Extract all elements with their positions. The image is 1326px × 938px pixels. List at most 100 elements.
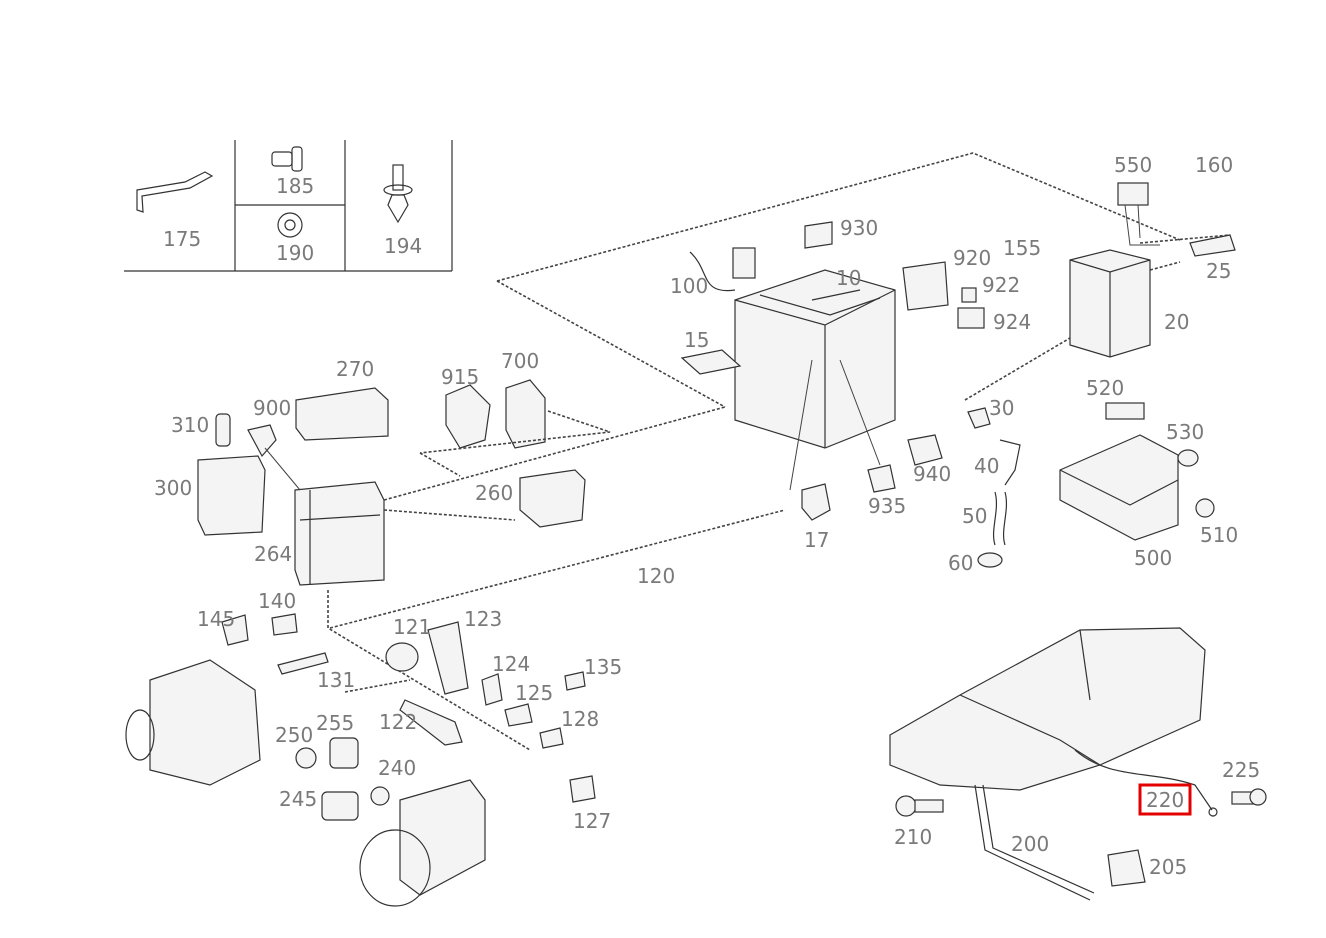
fuse-box-270-icon: [295, 387, 389, 441]
label-155[interactable]: 155: [1003, 236, 1041, 260]
label-121[interactable]: 121: [393, 615, 431, 639]
label-245[interactable]: 245: [279, 787, 317, 811]
label-194[interactable]: 194: [384, 234, 422, 258]
label-930[interactable]: 930: [840, 216, 878, 240]
bracket-205-icon: [1107, 849, 1146, 887]
label-60[interactable]: 60: [948, 551, 973, 575]
label-900[interactable]: 900: [253, 396, 291, 420]
part-124-icon: [481, 673, 503, 706]
label-700[interactable]: 700: [501, 349, 539, 373]
label-pad-15-icon: [680, 349, 742, 375]
part-935-icon: [867, 464, 896, 493]
label-250[interactable]: 250: [275, 723, 313, 747]
hose-50-icon: [992, 491, 1008, 546]
part-127-icon: [569, 775, 596, 803]
part-123-icon: [427, 621, 469, 695]
relay-550-icon: [1117, 182, 1160, 246]
label-10[interactable]: 10: [836, 266, 861, 290]
label-255[interactable]: 255: [316, 711, 354, 735]
label-140[interactable]: 140: [258, 589, 296, 613]
label-550[interactable]: 550: [1114, 153, 1152, 177]
label-125[interactable]: 125: [515, 681, 553, 705]
label-310[interactable]: 310: [171, 413, 209, 437]
label-924[interactable]: 924: [993, 310, 1031, 334]
label-200[interactable]: 200: [1011, 832, 1049, 856]
plug-530-icon: [1177, 449, 1199, 467]
label-922[interactable]: 922: [982, 273, 1020, 297]
cable-100-icon: [689, 247, 756, 292]
label-127[interactable]: 127: [573, 809, 611, 833]
label-185[interactable]: 185: [276, 174, 314, 198]
module-260-icon: [519, 469, 586, 528]
battery-20-icon: [1069, 249, 1151, 358]
label-940[interactable]: 940: [913, 462, 951, 486]
label-20[interactable]: 20: [1164, 310, 1189, 334]
label-123[interactable]: 123: [464, 607, 502, 631]
label-128[interactable]: 128: [561, 707, 599, 731]
label-100[interactable]: 100: [670, 274, 708, 298]
terminal-cap-30-icon: [967, 407, 991, 429]
small-parts-table: [124, 140, 453, 272]
label-264[interactable]: 264: [254, 542, 292, 566]
part-930-icon: [804, 221, 833, 249]
label-160[interactable]: 160: [1195, 153, 1233, 177]
label-510[interactable]: 510: [1200, 523, 1238, 547]
label-205[interactable]: 205: [1149, 855, 1187, 879]
battery-icon: [734, 269, 896, 449]
part-135-icon: [564, 671, 586, 691]
part-labels: 175 185 190 194 550 160 155 25 930 100 1…: [154, 153, 1260, 879]
label-300[interactable]: 300: [154, 476, 192, 500]
label-530[interactable]: 530: [1166, 420, 1204, 444]
label-30[interactable]: 30: [989, 396, 1014, 420]
transmission-icon: [889, 627, 1206, 791]
label-145[interactable]: 145: [197, 607, 235, 631]
label-122[interactable]: 122: [379, 710, 417, 734]
hose-40-icon: [999, 439, 1021, 486]
part-310-icon: [215, 413, 231, 447]
label-120[interactable]: 120: [637, 564, 675, 588]
bolt-210-icon: [895, 795, 944, 817]
rail-131-icon: [277, 652, 329, 675]
label-920[interactable]: 920: [953, 246, 991, 270]
label-220[interactable]: 220: [1146, 788, 1184, 812]
part-922-icon: [961, 287, 977, 303]
bracket-175-icon: [136, 171, 214, 213]
label-50[interactable]: 50: [962, 504, 987, 528]
label-240[interactable]: 240: [378, 756, 416, 780]
label-225[interactable]: 225: [1222, 758, 1260, 782]
part-128-icon: [539, 727, 564, 749]
label-15[interactable]: 15: [684, 328, 709, 352]
battery-group-frame: [496, 152, 1231, 408]
label-190[interactable]: 190: [276, 241, 314, 265]
screw-185-icon: [271, 146, 303, 172]
part-121-icon: [385, 642, 419, 672]
label-500[interactable]: 500: [1134, 546, 1172, 570]
part-940-icon: [907, 434, 943, 466]
label-40[interactable]: 40: [974, 454, 999, 478]
label-935[interactable]: 935: [868, 494, 906, 518]
nut-250-icon: [295, 747, 317, 769]
connector-17-icon: [801, 483, 831, 521]
part-245-icon: [321, 791, 359, 821]
label-124[interactable]: 124: [492, 652, 530, 676]
fuse-box-300-icon: [197, 455, 266, 536]
label-915[interactable]: 915: [441, 365, 479, 389]
wiring-leaders: [327, 359, 881, 751]
label-260[interactable]: 260: [475, 481, 513, 505]
label-17[interactable]: 17: [804, 528, 829, 552]
label-520[interactable]: 520: [1086, 376, 1124, 400]
grommet-60-icon: [977, 552, 1003, 568]
fuse-box-264-icon: [294, 481, 385, 586]
highlight-220-box: [1138, 783, 1192, 816]
label-270[interactable]: 270: [336, 357, 374, 381]
alternator-icon: [125, 659, 261, 786]
washer-240-icon: [370, 786, 390, 806]
label-25[interactable]: 25: [1206, 259, 1231, 283]
label-175[interactable]: 175: [163, 227, 201, 251]
label-210[interactable]: 210: [894, 825, 932, 849]
battery-tray-500-icon: [1059, 434, 1179, 541]
label-135[interactable]: 135: [584, 655, 622, 679]
starter-motor-icon: [359, 779, 486, 907]
label-131[interactable]: 131: [317, 668, 355, 692]
